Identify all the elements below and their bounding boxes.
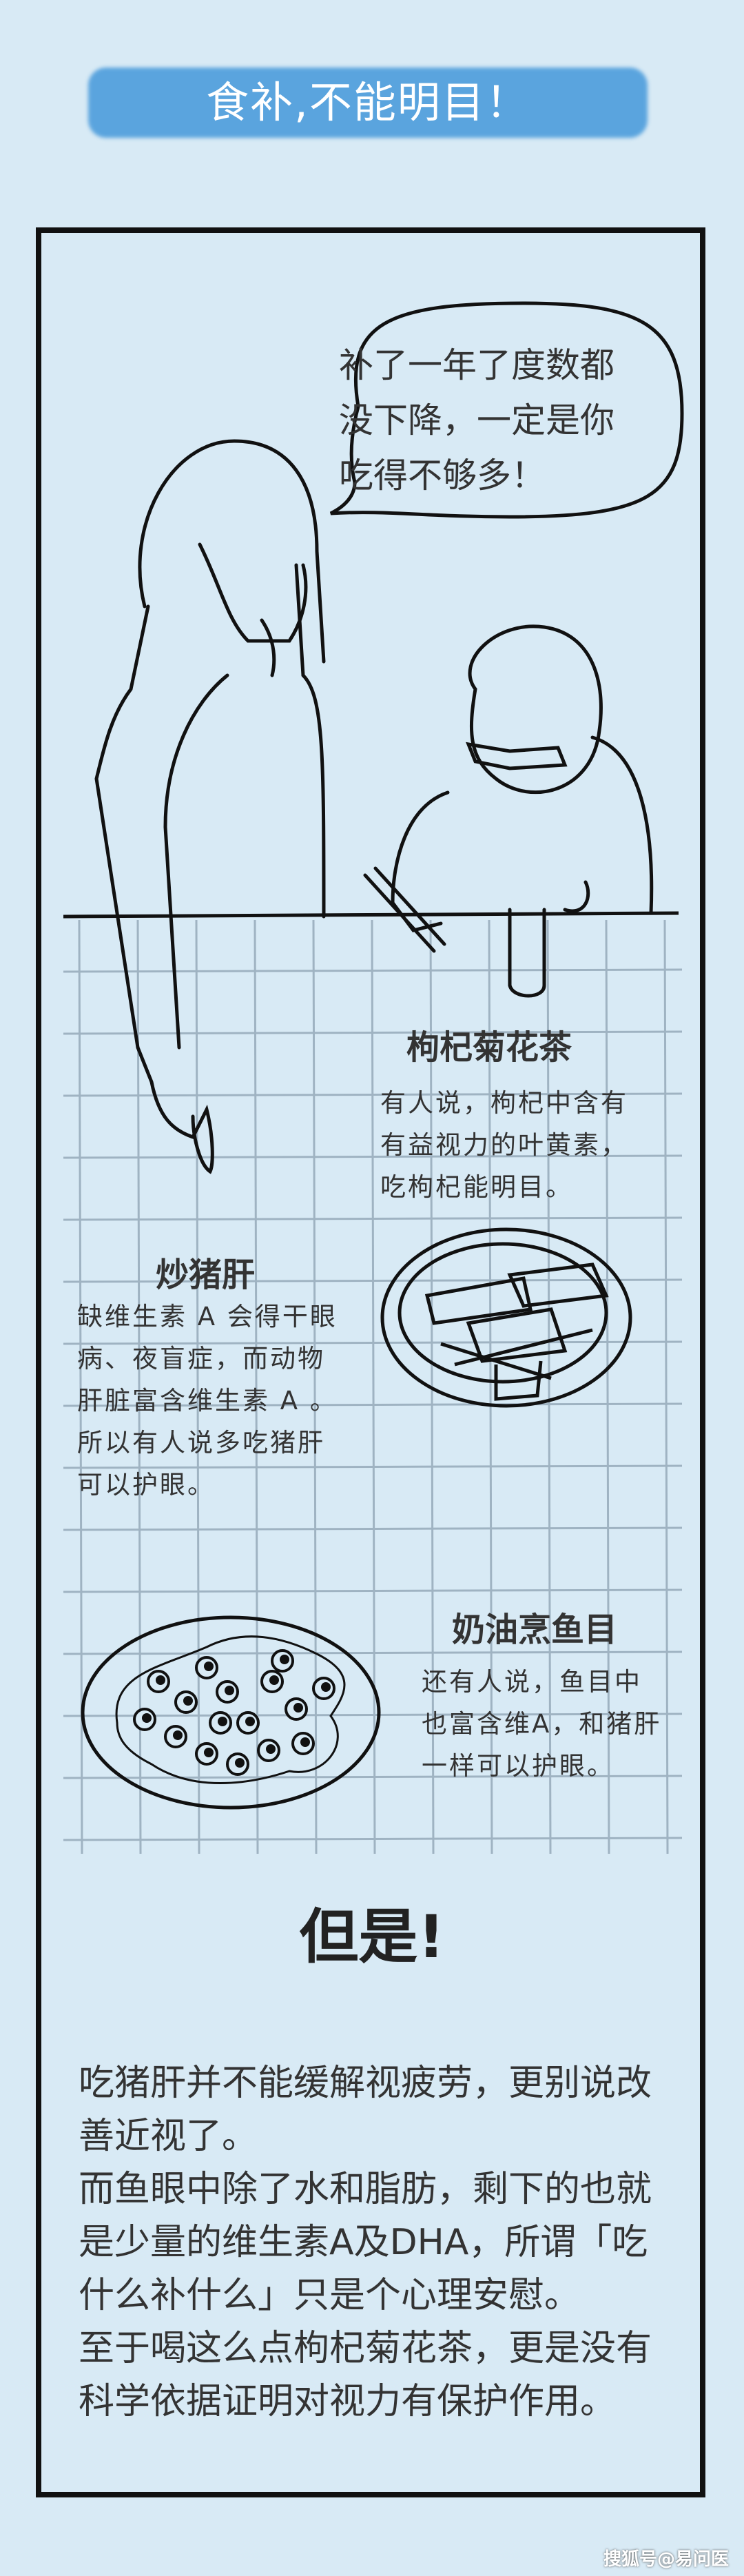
- body-line: 而鱼眼中除了水和脂肪，剩下的也就: [79, 2169, 652, 2210]
- fish-eye-pupil: [173, 1730, 183, 1740]
- desc-line: 也富含维A，和猪肝: [422, 1709, 662, 1739]
- food-title-fish-eyes: 奶油烹鱼目: [452, 1611, 618, 1649]
- body-line: 至于喝这么点枸杞菊花茶，更是没有: [79, 2328, 652, 2369]
- grid-line: [546, 919, 552, 1854]
- fish-eye-pupil: [183, 1696, 193, 1706]
- grid-line: [63, 1154, 683, 1159]
- grid-line: [254, 919, 259, 1854]
- grid-line: [63, 1775, 683, 1779]
- speech-line: 吃得不够多！: [339, 456, 546, 495]
- desc-line: 所以有人说多吃猪肝: [77, 1428, 325, 1458]
- watermark: 搜狐号@易问医: [603, 2549, 729, 2570]
- grid-line: [63, 968, 683, 973]
- fish-eye-pupil: [245, 1717, 255, 1726]
- speech-line: 补了一年了度数都: [339, 345, 614, 385]
- table-edge: [63, 911, 679, 919]
- grid-line: [663, 919, 669, 1854]
- fish-eye-pupil: [142, 1713, 152, 1723]
- desc-line: 有人说，枸杞中含有: [380, 1088, 628, 1118]
- child-figure: [363, 624, 654, 998]
- fish-eye-pupil: [235, 1758, 245, 1768]
- grid-line: [488, 919, 493, 1854]
- fish-eyes: [133, 1649, 335, 1776]
- mother-figure: [94, 439, 326, 1174]
- page-title: 食补,不能明目！: [206, 77, 530, 127]
- fish-eye-pupil: [293, 1703, 303, 1713]
- fish-eye-pupil: [204, 1748, 214, 1757]
- fish-eye-pupil: [266, 1744, 276, 1754]
- desc-line: 可以护眼。: [77, 1470, 215, 1500]
- desc-line: 肝脏富含维生素 A 。: [77, 1386, 338, 1415]
- body-line: 善近视了。: [79, 2116, 258, 2157]
- comic-panel-frame: [36, 227, 705, 2497]
- grid-line: [371, 919, 376, 1854]
- fish-eye-pupil: [300, 1737, 310, 1747]
- grid-line: [63, 1340, 683, 1345]
- grid-line: [63, 1588, 683, 1593]
- grid-line: [63, 1402, 683, 1407]
- desc-line: 一样可以护眼。: [422, 1751, 614, 1781]
- desc-line: 病、夜盲症，而动物: [77, 1344, 325, 1373]
- fish-eye-pupil: [156, 1675, 165, 1685]
- grid-line: [63, 1650, 683, 1655]
- desc-line: 有益视力的叶黄素，: [380, 1130, 628, 1160]
- title-banner: [88, 68, 648, 138]
- body-line: 是少量的维生素A及DHA，所谓「吃: [79, 2222, 648, 2263]
- grid-line: [63, 1464, 683, 1469]
- speech-bubble: [329, 301, 684, 519]
- speech-line: 没下降，一定是你: [339, 400, 614, 440]
- fish-eye-pupil: [280, 1655, 289, 1664]
- grid-line: [136, 919, 142, 1854]
- grid-line: [63, 1278, 683, 1283]
- fish-eye-plate: [81, 1615, 381, 1810]
- grid-line: [605, 919, 610, 1854]
- grid-line: [63, 1092, 683, 1097]
- fish-eye-pupil: [204, 1662, 214, 1671]
- body-line: 科学依据证明对视力有保护作用。: [79, 2381, 617, 2422]
- desc-line: 缺维生素 A 会得干眼: [77, 1302, 338, 1331]
- conclusion-text: 吃猪肝并不能缓解视疲劳，更别说改 善近视了。 而鱼眼中除了水和脂肪，剩下的也就 …: [79, 2057, 678, 2429]
- grid-line: [63, 1526, 683, 1531]
- grid-line: [63, 1216, 683, 1221]
- grid-line: [312, 919, 318, 1854]
- desc-line: 还有人说，鱼目中: [422, 1667, 642, 1697]
- fish-eye-pupil: [321, 1682, 331, 1692]
- grid-line: [63, 1030, 683, 1035]
- body-line: 吃猪肝并不能缓解视疲劳，更别说改: [79, 2063, 652, 2104]
- food-title-goji-tea: 枸杞菊花茶: [406, 1028, 572, 1067]
- food-desc-pork-liver: 缺维生素 A 会得干眼 病、夜盲症，而动物 肝脏富含维生素 A 。 所以有人说多…: [77, 1296, 380, 1506]
- desc-line: 吃枸杞能明目。: [380, 1172, 573, 1202]
- food-desc-goji-tea: 有人说，枸杞中含有 有益视力的叶黄素， 吃枸杞能明目。: [380, 1082, 628, 1208]
- pork-liver-plate: [380, 1227, 632, 1408]
- fish-eye-pupil: [225, 1686, 234, 1695]
- grid-line: [195, 919, 200, 1854]
- fish-eye-pupil: [218, 1717, 227, 1726]
- body-line: 什么补什么」只是个心理安慰。: [79, 2275, 581, 2316]
- food-desc-fish-eyes: 还有人说，鱼目中 也富含维A，和猪肝 一样可以护眼。: [422, 1661, 661, 1787]
- food-title-pork-liver: 炒猪肝: [156, 1256, 256, 1294]
- grid-line: [63, 1713, 683, 1717]
- grid-line: [63, 1837, 683, 1841]
- speech-bubble-text: 补了一年了度数都 没下降，一定是你 吃得不够多！: [339, 338, 683, 503]
- but-heading: 但是!: [299, 1903, 445, 1972]
- grid-line: [78, 919, 83, 1854]
- fish-eye-pupil: [269, 1675, 279, 1685]
